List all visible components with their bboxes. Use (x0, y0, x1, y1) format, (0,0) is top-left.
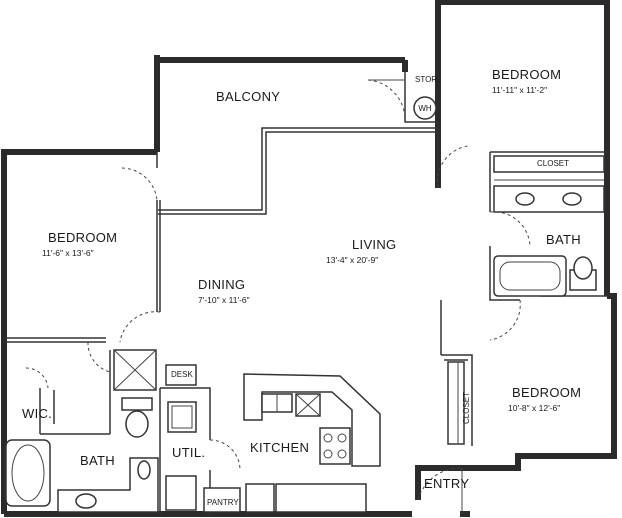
util-label: UTIL. (172, 445, 205, 460)
bedroom-ne-label: BEDROOM (492, 67, 561, 82)
toilet-tank-icon (121, 397, 153, 411)
bath-w-label: BATH (80, 453, 115, 468)
svg-text:WH: WH (418, 104, 432, 113)
kitchen-label: KITCHEN (250, 440, 309, 455)
bedroom-ne-dim: 11'-11" x 11'-2" (492, 85, 547, 95)
closet-ne-label: CLOSET (537, 159, 569, 168)
wic-label: WIC. (22, 406, 52, 421)
bedroom-w-dim: 11'-6" x 13'-6" (42, 248, 94, 258)
living-dim: 13'-4" x 20'-9" (326, 255, 378, 265)
toilet-icon (573, 256, 593, 280)
sink-icon (562, 192, 582, 206)
bedroom-w-label: BEDROOM (48, 230, 117, 245)
washer-icon (167, 401, 197, 433)
bathtub-icon (5, 439, 51, 507)
sink-icon (75, 493, 97, 509)
bath-e-label: BATH (546, 232, 581, 247)
entry-label: ENTRY (424, 476, 469, 491)
sink-icon (515, 192, 535, 206)
water-heater-icon (413, 96, 437, 120)
living-label: LIVING (352, 237, 396, 252)
sink-icon (137, 460, 151, 480)
dryer-icon (165, 475, 197, 511)
range-icon (319, 427, 351, 465)
stor-label: STOR. (415, 75, 439, 84)
bedroom-se-label: BEDROOM (512, 385, 581, 400)
dining-dim: 7'-10" x 11'-6" (198, 295, 250, 305)
bedroom-se-dim: 10'-8" x 12'-6" (508, 403, 560, 413)
pantry-label: PANTRY (207, 498, 239, 507)
fixtures: WH (5, 96, 605, 513)
toilet-icon (125, 410, 149, 438)
dining-label: DINING (198, 277, 245, 292)
bathtub-icon (493, 255, 567, 297)
closet-se-label: CLOSET (462, 392, 471, 424)
refrigerator-icon (245, 483, 275, 513)
room-labels: BALCONY STOR. BEDROOM 11'-11" x 11'-2" C… (22, 67, 581, 507)
desk-label: DESK (171, 370, 193, 379)
balcony-label: BALCONY (216, 89, 280, 104)
interior-walls (4, 72, 607, 514)
